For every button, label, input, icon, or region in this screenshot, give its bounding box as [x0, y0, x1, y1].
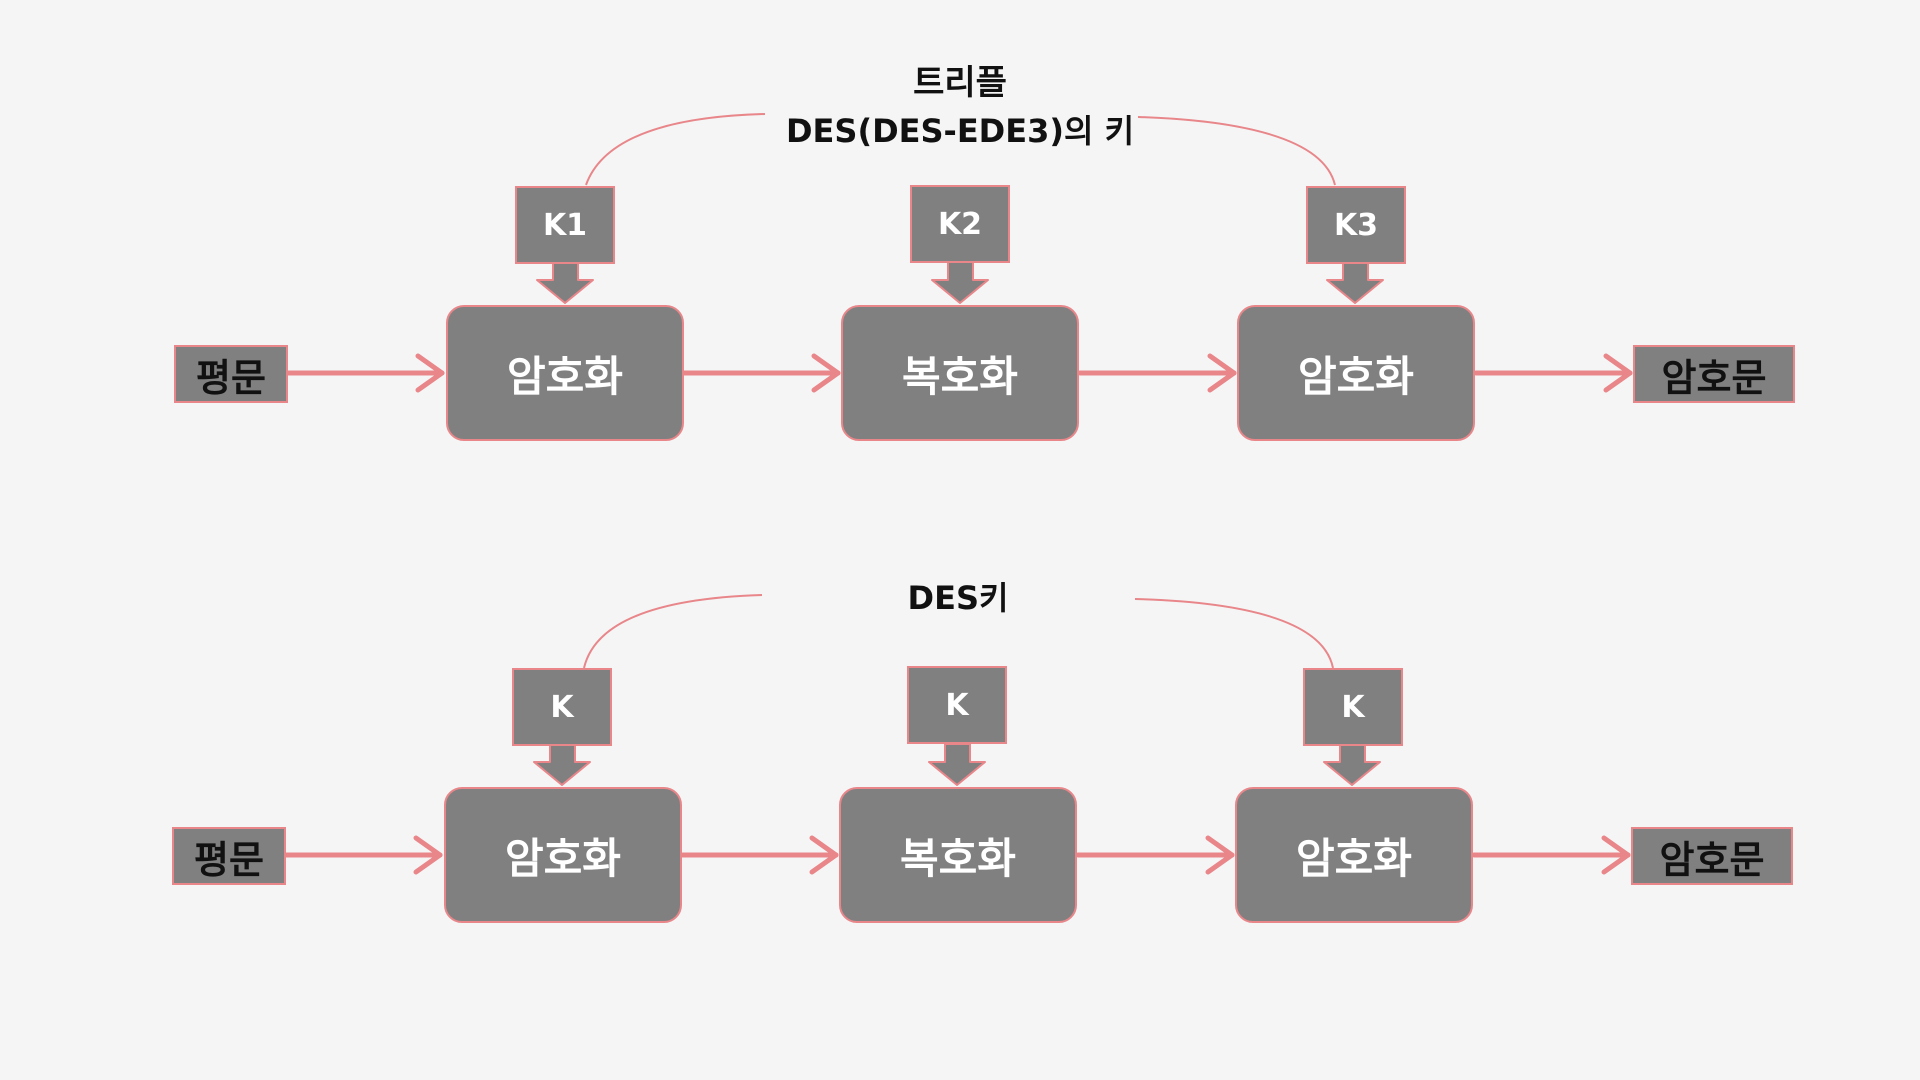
key-box-k-2: K — [907, 666, 1007, 744]
key-bracket-curve-left-bottom — [583, 594, 763, 669]
plaintext-label: 평문 — [196, 355, 266, 400]
ciphertext-box-top: 암호문 — [1633, 345, 1795, 403]
key-box-k3: K3 — [1306, 186, 1406, 264]
key-down-arrow-2-bottom — [928, 743, 986, 786]
key-label: K1 — [542, 207, 588, 243]
plaintext-box-top: 평문 — [174, 345, 288, 403]
stage-label: 복호화 — [902, 351, 1018, 401]
key-box-k-1: K — [512, 668, 612, 746]
stage-label: 암호화 — [1296, 833, 1412, 883]
ciphertext-box-bottom: 암호문 — [1631, 827, 1793, 885]
key-label: K — [945, 687, 969, 723]
encrypt-stage-3-top: 암호화 — [1237, 305, 1475, 441]
top-title-line1: 트리플 — [913, 63, 1007, 103]
ciphertext-label: 암호문 — [1661, 355, 1767, 400]
top-title-line2: DES(DES-EDE3)의 키 — [785, 112, 1135, 150]
key-bracket-curve-right-top — [1137, 116, 1336, 186]
encrypt-stage-3-bottom: 암호화 — [1235, 787, 1473, 923]
key-box-k-3: K — [1303, 668, 1403, 746]
key-down-arrow-3-top — [1326, 261, 1384, 304]
stage-label: 암호화 — [507, 351, 623, 401]
key-label: K — [550, 689, 574, 725]
plaintext-box-bottom: 평문 — [172, 827, 286, 885]
encrypt-stage-1-top: 암호화 — [446, 305, 684, 441]
key-down-arrow-1-bottom — [533, 743, 591, 786]
stage-label: 복호화 — [900, 833, 1016, 883]
decrypt-stage-2-bottom: 복호화 — [839, 787, 1077, 923]
encrypt-stage-1-bottom: 암호화 — [444, 787, 682, 923]
decrypt-stage-2-top: 복호화 — [841, 305, 1079, 441]
bottom-title: DES키 — [907, 579, 1009, 617]
key-box-k1: K1 — [515, 186, 615, 264]
key-label: K — [1341, 689, 1365, 725]
key-down-arrow-3-bottom — [1323, 743, 1381, 786]
stage-label: 암호화 — [505, 833, 621, 883]
plaintext-label: 평문 — [194, 837, 264, 882]
ciphertext-label: 암호문 — [1659, 837, 1765, 882]
key-label: K3 — [1333, 207, 1379, 243]
key-box-k2: K2 — [910, 185, 1010, 263]
key-bracket-curve-left-top — [585, 113, 766, 186]
key-label: K2 — [937, 206, 983, 242]
key-bracket-curve-right-bottom — [1134, 598, 1334, 669]
stage-label: 암호화 — [1298, 351, 1414, 401]
key-down-arrow-2-top — [931, 261, 989, 304]
key-down-arrow-1-top — [536, 261, 594, 304]
